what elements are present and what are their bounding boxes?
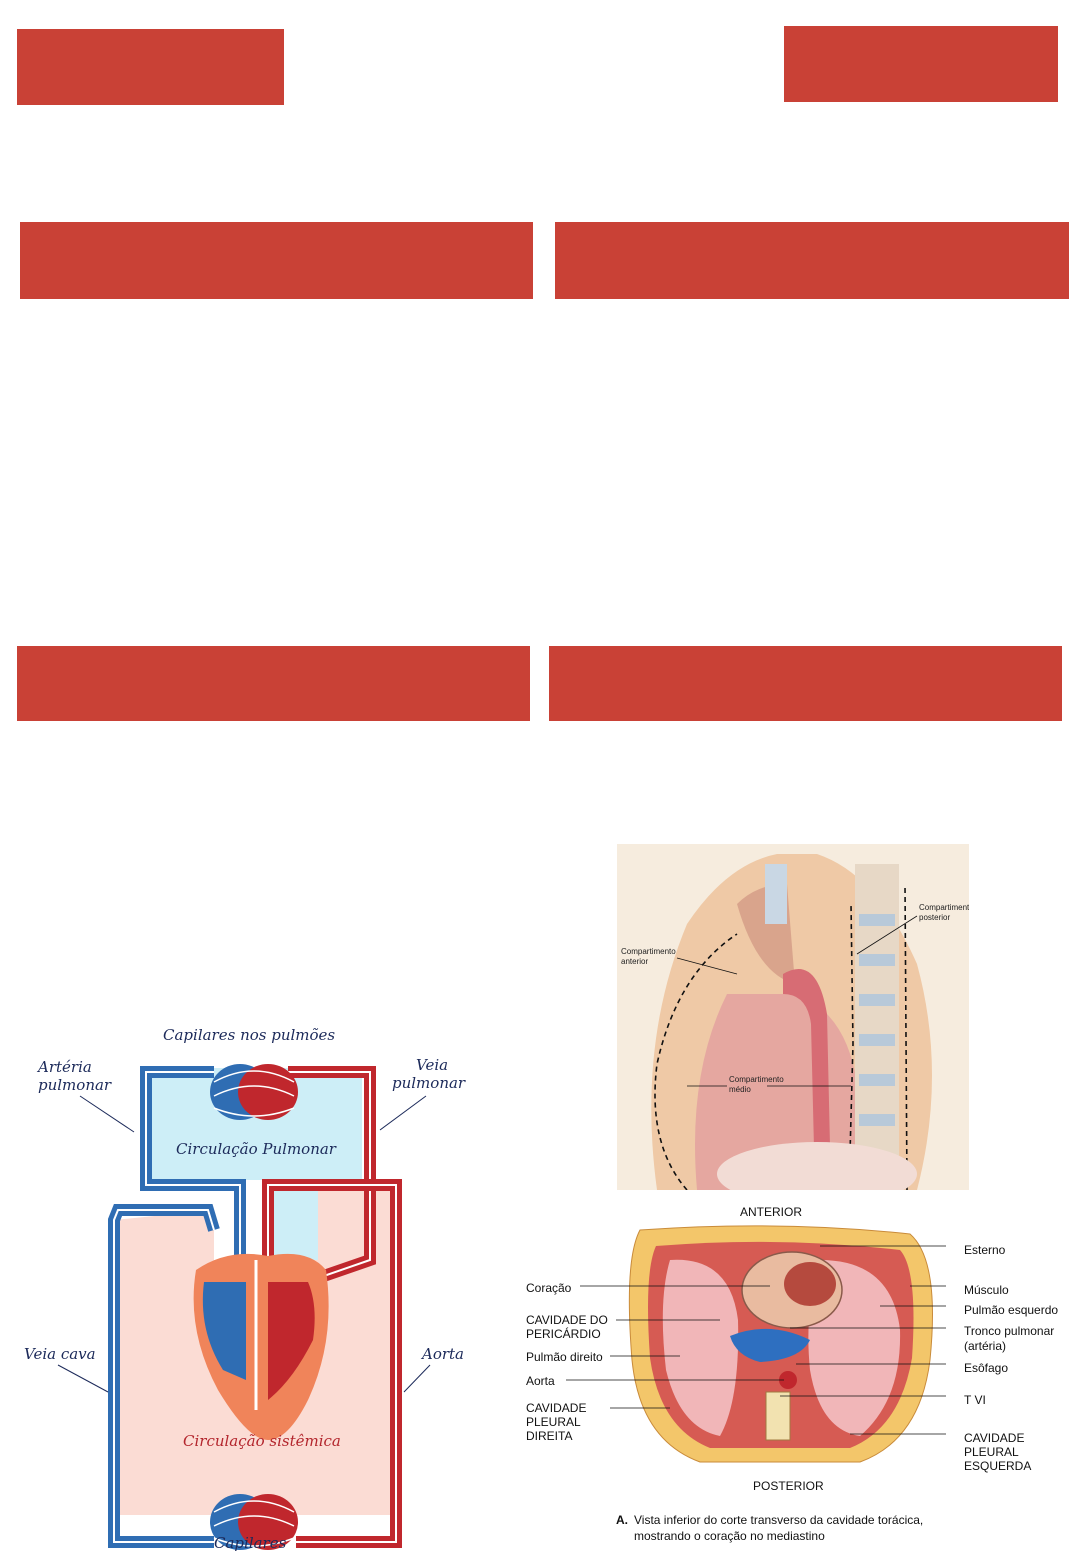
- label-t6: T VI: [964, 1393, 986, 1407]
- label-right-pleural-2: PLEURAL: [526, 1415, 581, 1429]
- label-middle-compartment-1: Compartimento: [729, 1075, 784, 1084]
- label-left-lung: Pulmão esquerdo: [964, 1303, 1058, 1317]
- mediastinum-lateral-illustration: Compartimento anterior Compartimento pos…: [617, 844, 969, 1190]
- label-anterior-compartment-2: anterior: [621, 957, 648, 966]
- label-posterior: POSTERIOR: [753, 1479, 824, 1493]
- label-anterior: ANTERIOR: [740, 1205, 802, 1219]
- label-sternum: Esterno: [964, 1243, 1006, 1257]
- label-right-pleural-1: CAVIDADE: [526, 1401, 586, 1415]
- label-pulmonary-vein-1: Veia: [416, 1056, 448, 1074]
- label-posterior-compartment-2: posterior: [919, 913, 950, 922]
- caption-letter: A.: [616, 1513, 628, 1527]
- label-left-pleural-1: CAVIDADE: [964, 1431, 1024, 1445]
- label-muscle: Músculo: [964, 1283, 1009, 1297]
- label-left-pleural-2: PLEURAL: [964, 1445, 1019, 1459]
- label-esophagus: Esôfago: [964, 1361, 1008, 1375]
- label-anterior-compartment-1: Compartimento: [621, 947, 676, 956]
- label-capillaries: Capilares: [214, 1534, 287, 1552]
- label-pulmonary-circulation: Circulação Pulmonar: [176, 1140, 337, 1158]
- label-aorta-cross: Aorta: [526, 1374, 555, 1388]
- label-capillaries-lungs: Capilares nos pulmões: [163, 1026, 335, 1044]
- circulation-diagram: Capilares nos pulmões Artéria pulmonar V…: [24, 1026, 466, 1552]
- title-banner-left: [17, 29, 284, 105]
- label-pulmonary-artery-2: pulmonar: [38, 1076, 112, 1094]
- section-banner-3: [17, 646, 530, 721]
- thoracic-cross-section: ANTERIOR POSTERIOR Esterno Músculo Pulmã…: [526, 1205, 1058, 1543]
- label-pulmonary-trunk-2: (artéria): [964, 1339, 1006, 1353]
- section-banner-2: [555, 222, 1069, 299]
- label-pericardial-1: CAVIDADE DO: [526, 1313, 608, 1327]
- body-capillaries: [210, 1494, 298, 1550]
- lung-capillaries: [210, 1064, 298, 1120]
- section-banner-1: [20, 222, 533, 299]
- label-aorta: Aorta: [420, 1345, 464, 1363]
- label-pulmonary-trunk-1: Tronco pulmonar: [964, 1324, 1054, 1338]
- heart-illustration: [193, 1253, 329, 1440]
- label-pulmonary-artery-1: Artéria: [36, 1058, 92, 1076]
- label-posterior-compartment-1: Compartimento: [919, 903, 969, 912]
- label-middle-compartment-2: médio: [729, 1085, 751, 1094]
- caption-line-2: mostrando o coração no mediastino: [634, 1529, 825, 1543]
- caption-line-1: Vista inferior do corte transverso da ca…: [634, 1513, 923, 1527]
- label-right-pleural-3: DIREITA: [526, 1429, 572, 1443]
- label-systemic-circulation: Circulação sistêmica: [183, 1432, 341, 1450]
- label-right-lung: Pulmão direito: [526, 1350, 603, 1364]
- section-banner-4: [549, 646, 1062, 721]
- label-heart: Coração: [526, 1281, 572, 1295]
- label-pericardial-2: PERICÁRDIO: [526, 1326, 601, 1341]
- title-banner-right: [784, 26, 1058, 102]
- label-left-pleural-3: ESQUERDA: [964, 1459, 1031, 1473]
- label-vena-cava: Veia cava: [24, 1345, 96, 1363]
- label-pulmonary-vein-2: pulmonar: [392, 1074, 466, 1092]
